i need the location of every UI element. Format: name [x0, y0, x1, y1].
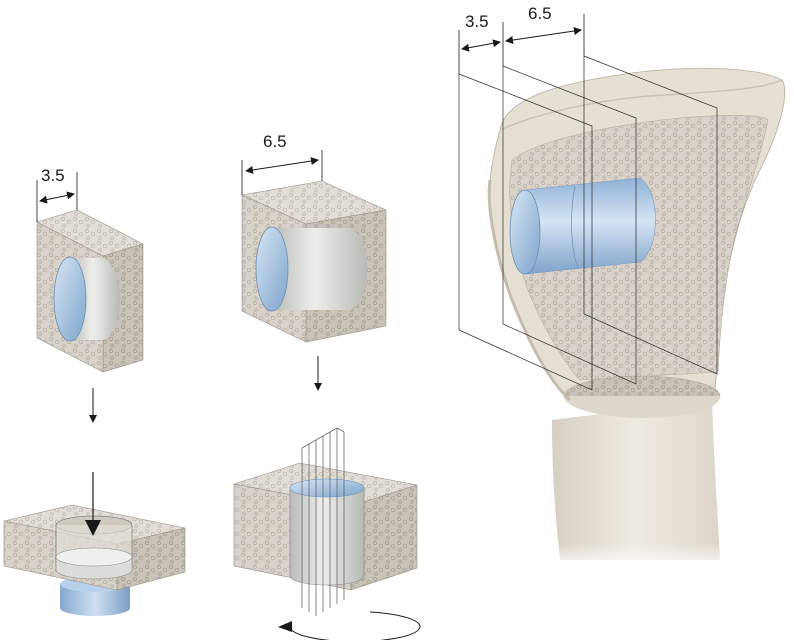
graft-face-blue	[53, 256, 87, 342]
graft-face-blue	[255, 226, 289, 312]
dimension-label-bone-left: 3.5	[465, 12, 489, 31]
graft-cylinder	[272, 228, 368, 310]
graft-cylinder-in-bone	[524, 177, 656, 275]
dimension-bone: 3.5 6.5	[458, 4, 585, 74]
small-bone-block	[36, 209, 144, 373]
dimension-large-block: 6.5	[241, 132, 323, 195]
recipient-block-cutting	[233, 427, 418, 616]
section-planes	[458, 55, 718, 391]
impaction-arrow-head	[85, 520, 101, 536]
dimension-label-small: 3.5	[41, 166, 65, 185]
graft-disc	[55, 547, 133, 567]
graft-face-blue	[289, 478, 365, 498]
graft-face-blue	[509, 189, 541, 275]
graft-cylinder-vertical	[289, 487, 365, 586]
recipient-block-impaction	[3, 504, 186, 616]
dimension-label-large: 6.5	[263, 132, 287, 151]
dimension-label-bone-right: 6.5	[528, 4, 552, 23]
saw-blades	[301, 427, 345, 616]
tibia-bone	[487, 67, 786, 570]
rotation-arrow	[278, 611, 421, 640]
large-bone-block	[240, 180, 388, 343]
dimension-small-block: 3.5	[36, 166, 78, 222]
